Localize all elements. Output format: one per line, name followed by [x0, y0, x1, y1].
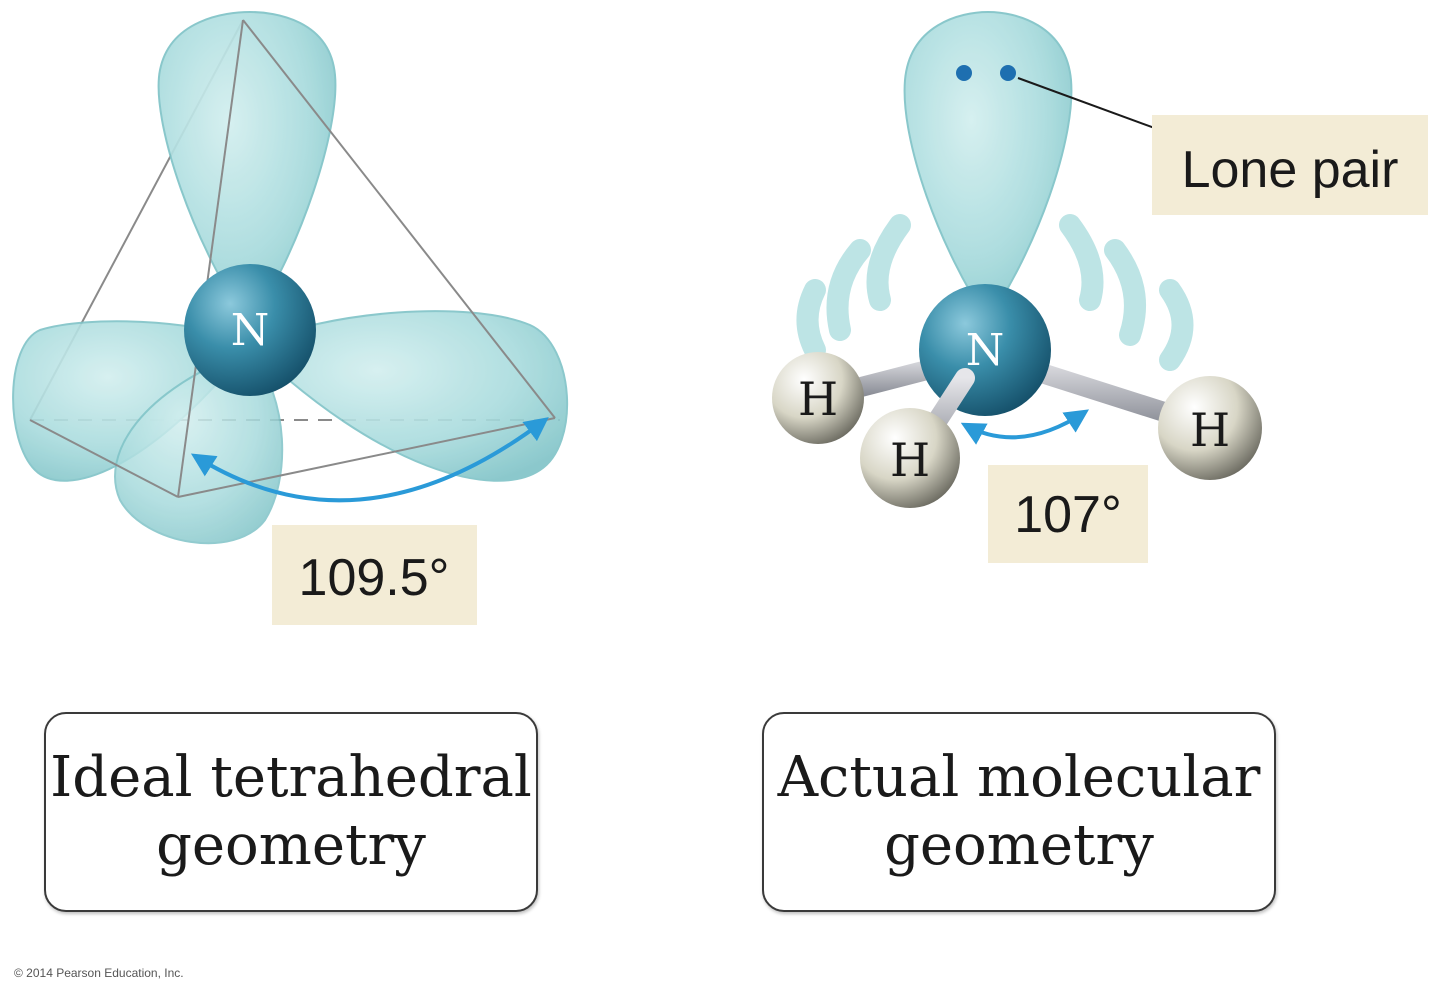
hydrogen-label: H — [890, 433, 930, 487]
lone-pair-label: Lone pair — [1182, 141, 1399, 199]
tetrahedral-model: N 109.5° — [12, 10, 569, 625]
caption-actual-geometry: Actual molecular geometry — [762, 712, 1276, 912]
nitrogen-atom — [184, 264, 316, 396]
lone-pair-dot — [956, 65, 972, 81]
lone-pair-leader-line — [1017, 77, 1161, 131]
caption-ideal-geometry: Ideal tetrahedral geometry — [44, 712, 538, 912]
angle-label: 109.5° — [299, 549, 450, 607]
hydrogen-atom-front — [860, 408, 960, 508]
lone-pair-orbital — [903, 10, 1073, 322]
ammonia-model: Lone pair H N H H 107° — [772, 10, 1428, 563]
angle-arc-arrow — [190, 417, 549, 503]
tetrahedron-edge — [29, 419, 179, 498]
caption-line: Actual molecular — [777, 745, 1261, 810]
lone-pair-label-box — [1152, 115, 1428, 215]
caption-line: Ideal tetrahedral — [50, 745, 532, 810]
hydrogen-atom-left — [772, 352, 864, 444]
nitrogen-label: N — [231, 305, 270, 356]
caption-line: geometry — [884, 813, 1154, 878]
angle-label-box — [988, 465, 1148, 563]
tetrahedron-edge — [177, 19, 244, 498]
nitrogen-label: N — [966, 325, 1005, 376]
angle-label-box — [272, 525, 477, 625]
repulsion-marks — [796, 214, 1194, 371]
lone-pair-dot — [1000, 65, 1016, 81]
orbital-lobe-top — [157, 10, 337, 327]
caption-line: geometry — [156, 813, 426, 878]
hydrogen-label: H — [1190, 403, 1230, 457]
angle-label: 107° — [1014, 486, 1122, 544]
hydrogen-atom-right — [1158, 376, 1262, 480]
angle-arc-arrow — [960, 409, 1090, 445]
hydrogen-label: H — [798, 372, 838, 426]
copyright-notice: © 2014 Pearson Education, Inc. — [14, 966, 184, 980]
tetrahedron-edge — [242, 19, 556, 419]
